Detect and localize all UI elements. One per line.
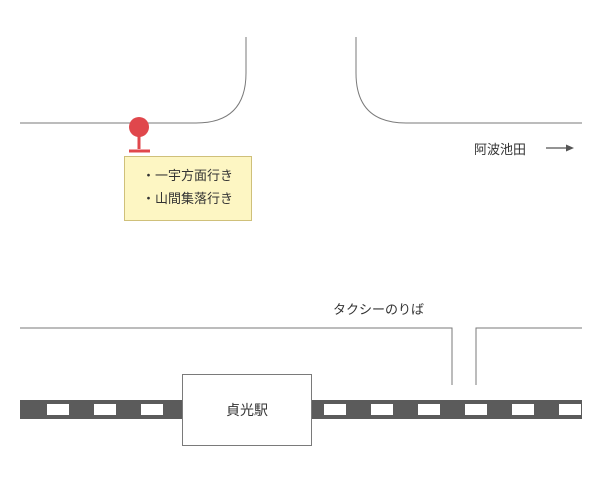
plaza-edge-right [475,327,582,385]
station-road [20,327,582,385]
bus-destination-1: ・一宇方面行き [142,168,233,184]
road-edge-left [20,37,247,124]
station-name: 貞光駅 [226,403,268,419]
taxi-stand-label: タクシーのりば [333,303,424,318]
rail-right [312,400,582,419]
bus-stop-pin-icon[interactable] [129,117,150,153]
railway-track [20,400,582,419]
bus-destination-2: ・山間集落行き [142,191,233,207]
station-building[interactable]: 貞光駅 [182,374,312,446]
road-edge-right [355,37,582,124]
direction-label: 阿波池田 [474,143,526,158]
upper-road [20,37,582,124]
rail-ties [47,404,581,415]
plaza-edge-left [20,327,453,385]
bus-stop-sign-box [124,156,252,221]
right-arrow-icon [546,144,574,152]
bus-stop-sign: ・一宇方面行き ・山間集落行き [124,156,252,221]
